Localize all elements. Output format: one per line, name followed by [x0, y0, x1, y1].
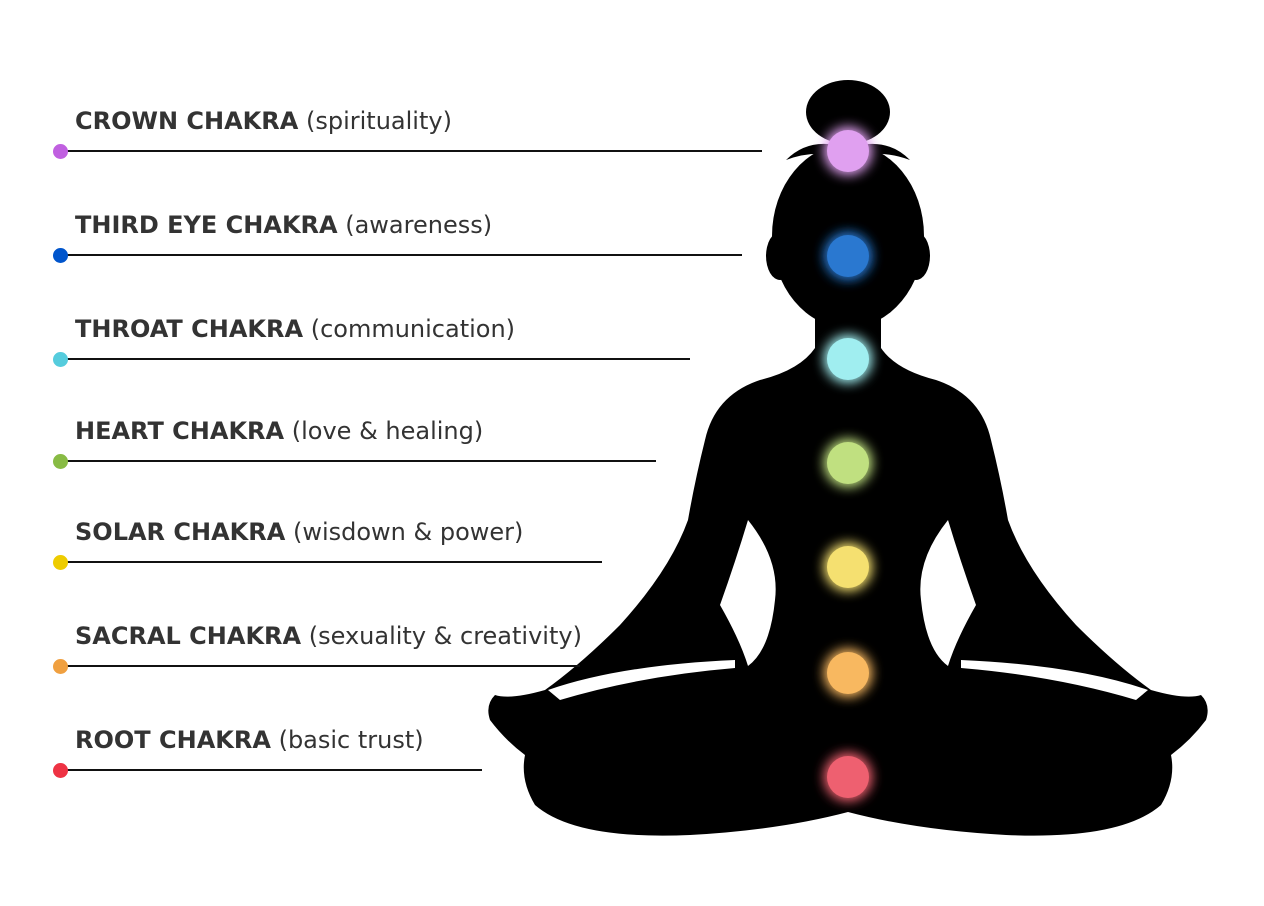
chakra-dot: [53, 555, 68, 570]
chakra-name: CROWN CHAKRA: [75, 107, 299, 135]
chakra-label: SOLAR CHAKRA (wisdown & power): [75, 517, 523, 547]
chakra-name: ROOT CHAKRA: [75, 726, 271, 754]
chakra-description: (love & healing): [291, 417, 484, 445]
chakra-name: THROAT CHAKRA: [75, 315, 304, 343]
chakra-description: (spirituality): [305, 107, 452, 135]
chakra-dot: [53, 659, 68, 674]
chakra-glow-3: [827, 442, 869, 484]
chakra-name: HEART CHAKRA: [75, 417, 285, 445]
chakra-dot: [53, 763, 68, 778]
chakra-glow-6: [827, 756, 869, 798]
chakra-description: (communication): [310, 315, 516, 343]
chakra-label: ROOT CHAKRA (basic trust): [75, 725, 424, 755]
chakra-description: (sexuality & creativity): [308, 622, 582, 650]
chakra-label: THIRD EYE CHAKRA (awareness): [75, 210, 492, 240]
chakra-description: (wisdown & power): [292, 518, 524, 546]
chakra-glow-4: [827, 546, 869, 588]
chakra-glow-5: [827, 652, 869, 694]
chakra-glow-0: [827, 130, 869, 172]
chakra-leader-line: [60, 460, 656, 462]
chakra-glow-1: [827, 235, 869, 277]
chakra-leader-line: [60, 665, 580, 667]
chakra-name: THIRD EYE CHAKRA: [75, 211, 338, 239]
chakra-dot: [53, 454, 68, 469]
chakra-glows: [827, 130, 869, 798]
chakra-label: CROWN CHAKRA (spirituality): [75, 106, 452, 136]
chakra-description: (basic trust): [278, 726, 424, 754]
chakra-leader-line: [60, 769, 482, 771]
chakra-name: SACRAL CHAKRA: [75, 622, 302, 650]
chakra-name: SOLAR CHAKRA: [75, 518, 286, 546]
chakra-dot: [53, 352, 68, 367]
chakra-label: SACRAL CHAKRA (sexuality & creativity): [75, 621, 582, 651]
chakra-label: THROAT CHAKRA (communication): [75, 314, 515, 344]
chakra-description: (awareness): [345, 211, 493, 239]
chakra-dot: [53, 144, 68, 159]
chakra-leader-line: [60, 561, 602, 563]
chakra-label: HEART CHAKRA (love & healing): [75, 416, 483, 446]
chakra-dot: [53, 248, 68, 263]
chakra-glow-2: [827, 338, 869, 380]
chakra-leader-line: [60, 150, 762, 152]
chakra-leader-line: [60, 254, 742, 256]
chakra-leader-line: [60, 358, 690, 360]
